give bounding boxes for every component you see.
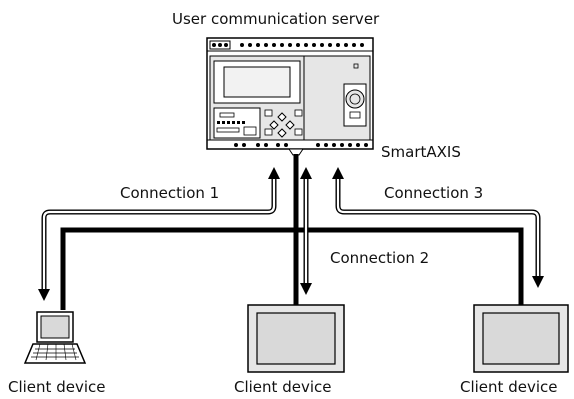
bottom-terminal-row: [207, 139, 373, 147]
smartaxis-controller-icon: [206, 37, 374, 156]
connection-2-arrow: [300, 167, 312, 295]
connection-1-arrow: [38, 167, 280, 301]
touch-panel-icon: [473, 304, 569, 373]
connection-1-label: Connection 1: [120, 184, 220, 202]
keypad: [264, 109, 303, 138]
touch-panel-icon: [247, 304, 345, 373]
io-module: [213, 107, 261, 139]
top-terminal-row: [209, 40, 364, 50]
ethernet-port: [288, 148, 304, 156]
connection-3-label: Connection 3: [384, 184, 484, 202]
client-device-label-3: Client device: [460, 378, 558, 396]
connection-2-label: Connection 2: [330, 249, 430, 267]
client-device-label-1: Client device: [8, 378, 106, 396]
laptop-icon: [23, 311, 87, 364]
network-cables: [60, 154, 524, 310]
client-device-label-2: Client device: [234, 378, 332, 396]
controller-label: SmartAXIS: [381, 143, 461, 161]
server-title: User communication server: [172, 10, 380, 28]
connection-3-arrow: [332, 167, 544, 288]
cartridge-slot: [343, 63, 367, 127]
lcd-display: [213, 60, 301, 104]
